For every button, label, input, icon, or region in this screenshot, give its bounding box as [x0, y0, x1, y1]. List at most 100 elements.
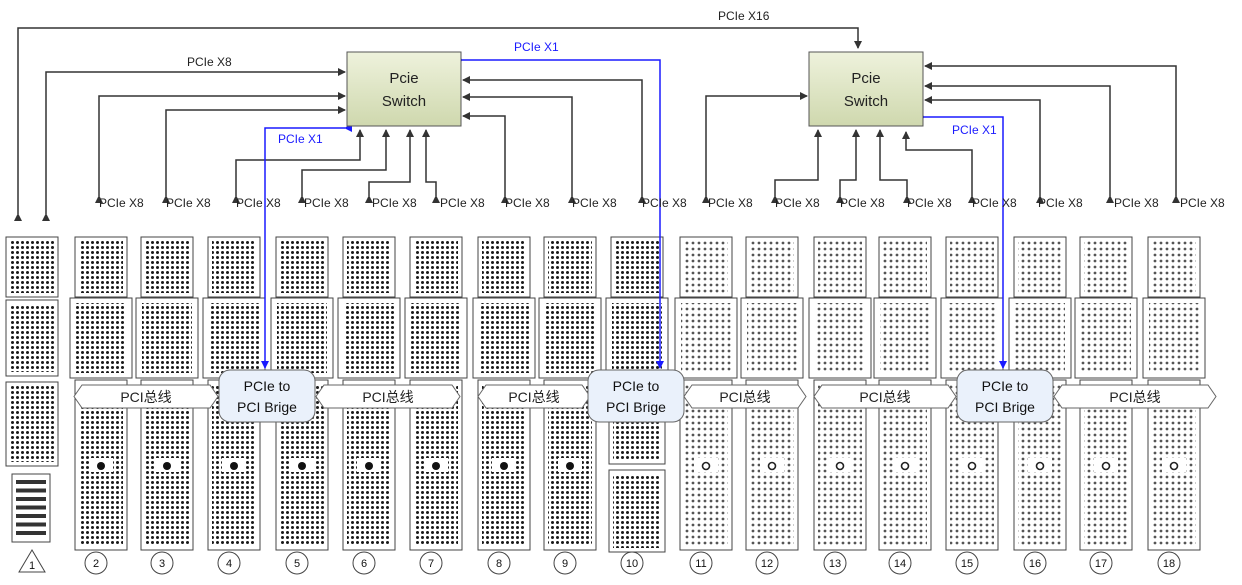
- pci-bus-arrow: PCI总线: [477, 384, 591, 409]
- slot-number: 18: [1157, 551, 1181, 575]
- slot-screw-hole: [500, 462, 508, 470]
- slot-vent: [750, 241, 794, 293]
- slot-number: 13: [823, 551, 847, 575]
- switch-label: Switch: [844, 93, 888, 110]
- slot-number-label: 4: [226, 558, 232, 570]
- slot-screw-hole: [365, 462, 373, 470]
- slot-vent: [818, 241, 862, 293]
- slot-vent: [950, 241, 994, 293]
- slot-link-label: PCIe X8: [708, 196, 753, 210]
- slot-screw-hole: [230, 462, 238, 470]
- slot-number-label: 2: [93, 558, 99, 570]
- slot-vent: [548, 241, 592, 293]
- slot-number: 5: [285, 551, 309, 575]
- slot-number-label: 10: [626, 558, 638, 570]
- slot-number-marker: [352, 551, 376, 575]
- pcie-to-pci-bridge: PCIe to PCI Brige: [218, 369, 316, 423]
- slot-vent: [1084, 241, 1128, 293]
- bus-label: PCI总线: [120, 389, 171, 405]
- slot-vent: [16, 488, 46, 493]
- slot-vent: [277, 303, 327, 373]
- pcie-x8-link: [924, 62, 1180, 203]
- slot-vent: [10, 241, 54, 293]
- slot-screw-hole: [767, 461, 777, 471]
- slot-link-label: PCIe X8: [840, 196, 885, 210]
- slot-number-label: 3: [159, 558, 165, 570]
- expansion-slot: [404, 236, 468, 551]
- slot-vent: [347, 241, 391, 293]
- pcie-x8-link: [902, 131, 976, 203]
- bridge-label: PCI Brige: [237, 399, 297, 415]
- expansion-slot: [69, 236, 133, 551]
- pcie-x8-link: [924, 82, 1114, 203]
- slot-number-marker: [487, 551, 511, 575]
- slot-number-label: 5: [294, 558, 300, 570]
- slot-screw-hole: [97, 462, 105, 470]
- slot-number-marker: [1157, 551, 1181, 575]
- slot-link-label: PCIe X8: [99, 196, 144, 210]
- slot-vent: [16, 514, 46, 518]
- slot-link-label: PCIe X8: [440, 196, 485, 210]
- slot-vent: [1152, 241, 1196, 293]
- pcie-to-pci-bridge: PCIe to PCI Brige: [956, 369, 1054, 423]
- pcie-x8-link: [836, 129, 860, 203]
- slot-number: 3: [150, 551, 174, 575]
- slot-link-label: PCIe X8: [1114, 196, 1159, 210]
- slot-number-label: 17: [1095, 558, 1107, 570]
- slot-number-label: 18: [1163, 558, 1175, 570]
- bus-shape: [73, 384, 219, 409]
- slot-screw-hole: [1169, 461, 1179, 471]
- pcie-switch: Pcie Switch: [808, 51, 924, 127]
- pcie-switch: Pcie Switch: [346, 51, 462, 127]
- expansion-slot: [808, 236, 872, 551]
- slot-number-marker: [955, 551, 979, 575]
- slot-vent: [79, 241, 123, 293]
- slot-vent: [10, 386, 54, 462]
- slot-link-label: PCIe X8: [236, 196, 281, 210]
- slot-number-label: 9: [562, 558, 568, 570]
- slot-number-marker: [620, 551, 644, 575]
- slot-vent: [883, 241, 927, 293]
- slot-number-marker: [150, 551, 174, 575]
- slot-vent: [76, 303, 126, 373]
- slot-vent: [16, 531, 46, 535]
- upper-link-label: PCIe X8: [187, 55, 232, 69]
- slot-vent: [16, 505, 46, 510]
- pcie-x8-link: [422, 129, 440, 203]
- slot-link-label: PCIe X8: [166, 196, 211, 210]
- slot-vent: [10, 304, 54, 372]
- slot-number-label: 16: [1029, 558, 1041, 570]
- pcie-x8-link: [924, 96, 1044, 203]
- slot-vent: [1015, 303, 1065, 373]
- slot-number-label: 8: [496, 558, 502, 570]
- pcie-x8-link: [771, 129, 822, 203]
- bus-shape: [1053, 384, 1217, 409]
- slot-number: 9: [553, 551, 577, 575]
- slot-screw-hole: [1035, 461, 1045, 471]
- slot-vent: [479, 303, 529, 373]
- pcie-x1-link: [261, 124, 352, 369]
- slot-screw-hole: [967, 461, 977, 471]
- bus-shape: [813, 384, 957, 409]
- pcie-x16-label: PCIe X16: [718, 9, 770, 23]
- slot-number: 11: [689, 551, 713, 575]
- slot-number-marker: [419, 551, 443, 575]
- slot-number: 16: [1023, 551, 1047, 575]
- upper-link-label: PCIe X1: [278, 132, 323, 146]
- slot-number: 14: [888, 551, 912, 575]
- slot-vent: [880, 303, 930, 373]
- slot-screw-hole: [163, 462, 171, 470]
- slot-vent: [615, 241, 659, 293]
- expansion-slot: [5, 236, 59, 543]
- slot-vent: [16, 522, 46, 527]
- pcie-x8-link: [162, 106, 346, 203]
- bridge-label: PCIe to: [244, 378, 291, 394]
- bridge-label: PCIe to: [613, 378, 660, 394]
- slot-number: 17: [1089, 551, 1113, 575]
- slot-number-marker: [1089, 551, 1113, 575]
- slot-link-label: PCIe X8: [1180, 196, 1225, 210]
- bus-label: PCI总线: [362, 389, 413, 405]
- slot-vent: [947, 303, 997, 373]
